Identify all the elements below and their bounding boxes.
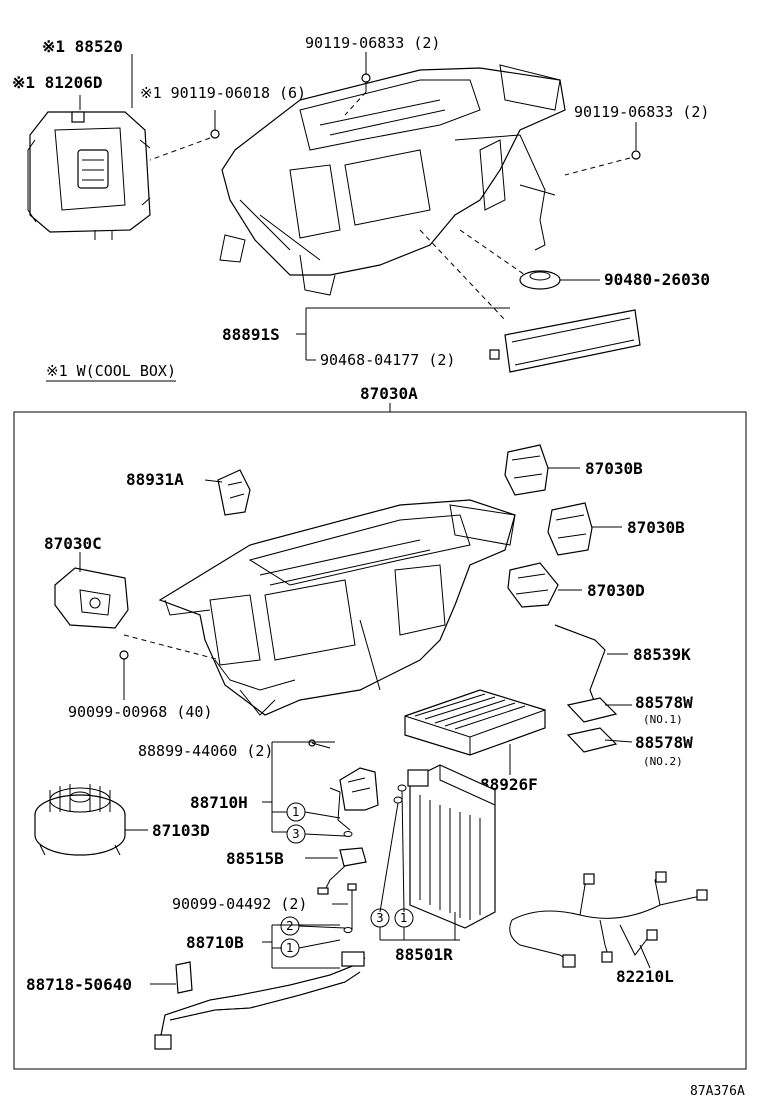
evaporator-88501R [407, 764, 496, 929]
label-87030D: 87030D [587, 581, 645, 600]
hose-88539K [554, 624, 606, 707]
label-no2: (NO.2) [643, 755, 683, 768]
label-88515B: 88515B [226, 849, 284, 868]
cool-box-88520 [27, 111, 151, 240]
label-88539K: 88539K [633, 645, 691, 664]
label-87103D: 87103D [152, 821, 210, 840]
label-88578W-1: 88578W [635, 693, 693, 712]
screw-90119-06833-right [631, 122, 641, 160]
actuator-87030B-2 [547, 502, 593, 556]
label-88931A: 88931A [126, 470, 184, 489]
grommet-90480-26030 [519, 270, 561, 290]
thermistor-88515B [317, 847, 367, 895]
expansion-valve-88710H [329, 767, 379, 831]
screw-90119-06833-top [361, 73, 371, 92]
screw-90099-00968 [119, 650, 129, 672]
label-81206D: ※1 81206D [12, 73, 102, 92]
blower-motor-87103D [34, 784, 126, 856]
label-90119-06833-right: 90119-06833 (2) [574, 103, 709, 121]
pad-88578W-no1 [566, 697, 618, 723]
label-88718-50640: 88718-50640 [26, 975, 132, 994]
label-87030B-2: 87030B [627, 518, 685, 537]
figure-code: 87A376A [690, 1084, 745, 1099]
hvac-unit-upper [219, 64, 566, 296]
label-87030C: 87030C [44, 534, 102, 553]
label-88578W-2: 88578W [635, 733, 693, 752]
circle-2-text: 2 [286, 919, 294, 933]
label-88899-44060: 88899-44060 (2) [138, 742, 273, 760]
label-87030B-1: 87030B [585, 459, 643, 478]
circle-3b-text: 3 [376, 911, 384, 925]
screw-88899-44060 [308, 739, 331, 749]
label-cool-box-note: ※1 W(COOL BOX) [46, 362, 176, 380]
label-87030A: 87030A [360, 384, 418, 403]
label-90119-06833-top: 90119-06833 (2) [305, 34, 440, 52]
label-88501R: 88501R [395, 945, 453, 964]
label-90468-04177: 90468-04177 (2) [320, 351, 455, 369]
label-88710B: 88710B [186, 933, 244, 952]
bolt-90099-04492 [347, 883, 357, 930]
label-82210L: 82210L [616, 967, 674, 986]
label-88520: ※1 88520 [42, 37, 123, 56]
part-88931A [217, 469, 251, 516]
filter-cover-88891S [504, 309, 641, 373]
actuator-87030D [507, 562, 559, 608]
label-88710H: 88710H [190, 793, 248, 812]
cabin-filter-88926F [404, 689, 546, 756]
label-88891S: 88891S [222, 325, 280, 344]
circle-1c-text: 1 [286, 941, 294, 955]
assembly-frame-87030A [13, 411, 747, 1070]
label-90480-26030: 90480-26030 [604, 270, 710, 289]
label-no1: (NO.1) [643, 713, 683, 726]
circle-1a-text: 1 [292, 805, 300, 819]
screw-90119-06018 [210, 110, 220, 139]
label-90099-04492: 90099-04492 (2) [172, 895, 307, 913]
actuator-87030B-1 [504, 444, 549, 496]
clip-90468-04177 [489, 349, 500, 360]
tube-88710B [154, 951, 366, 1050]
circle-1b-text: 1 [400, 911, 408, 925]
hvac-unit-lower [158, 499, 516, 716]
wire-harness-82210L [509, 871, 708, 968]
actuator-87030C [54, 567, 129, 629]
clamp-88718-50640 [175, 961, 193, 994]
pad-88578W-no2 [566, 727, 618, 753]
label-90099-00968: 90099-00968 (40) [68, 703, 213, 721]
label-90119-06018: ※1 90119-06018 (6) [140, 84, 306, 102]
circle-3a-text: 3 [292, 827, 300, 841]
